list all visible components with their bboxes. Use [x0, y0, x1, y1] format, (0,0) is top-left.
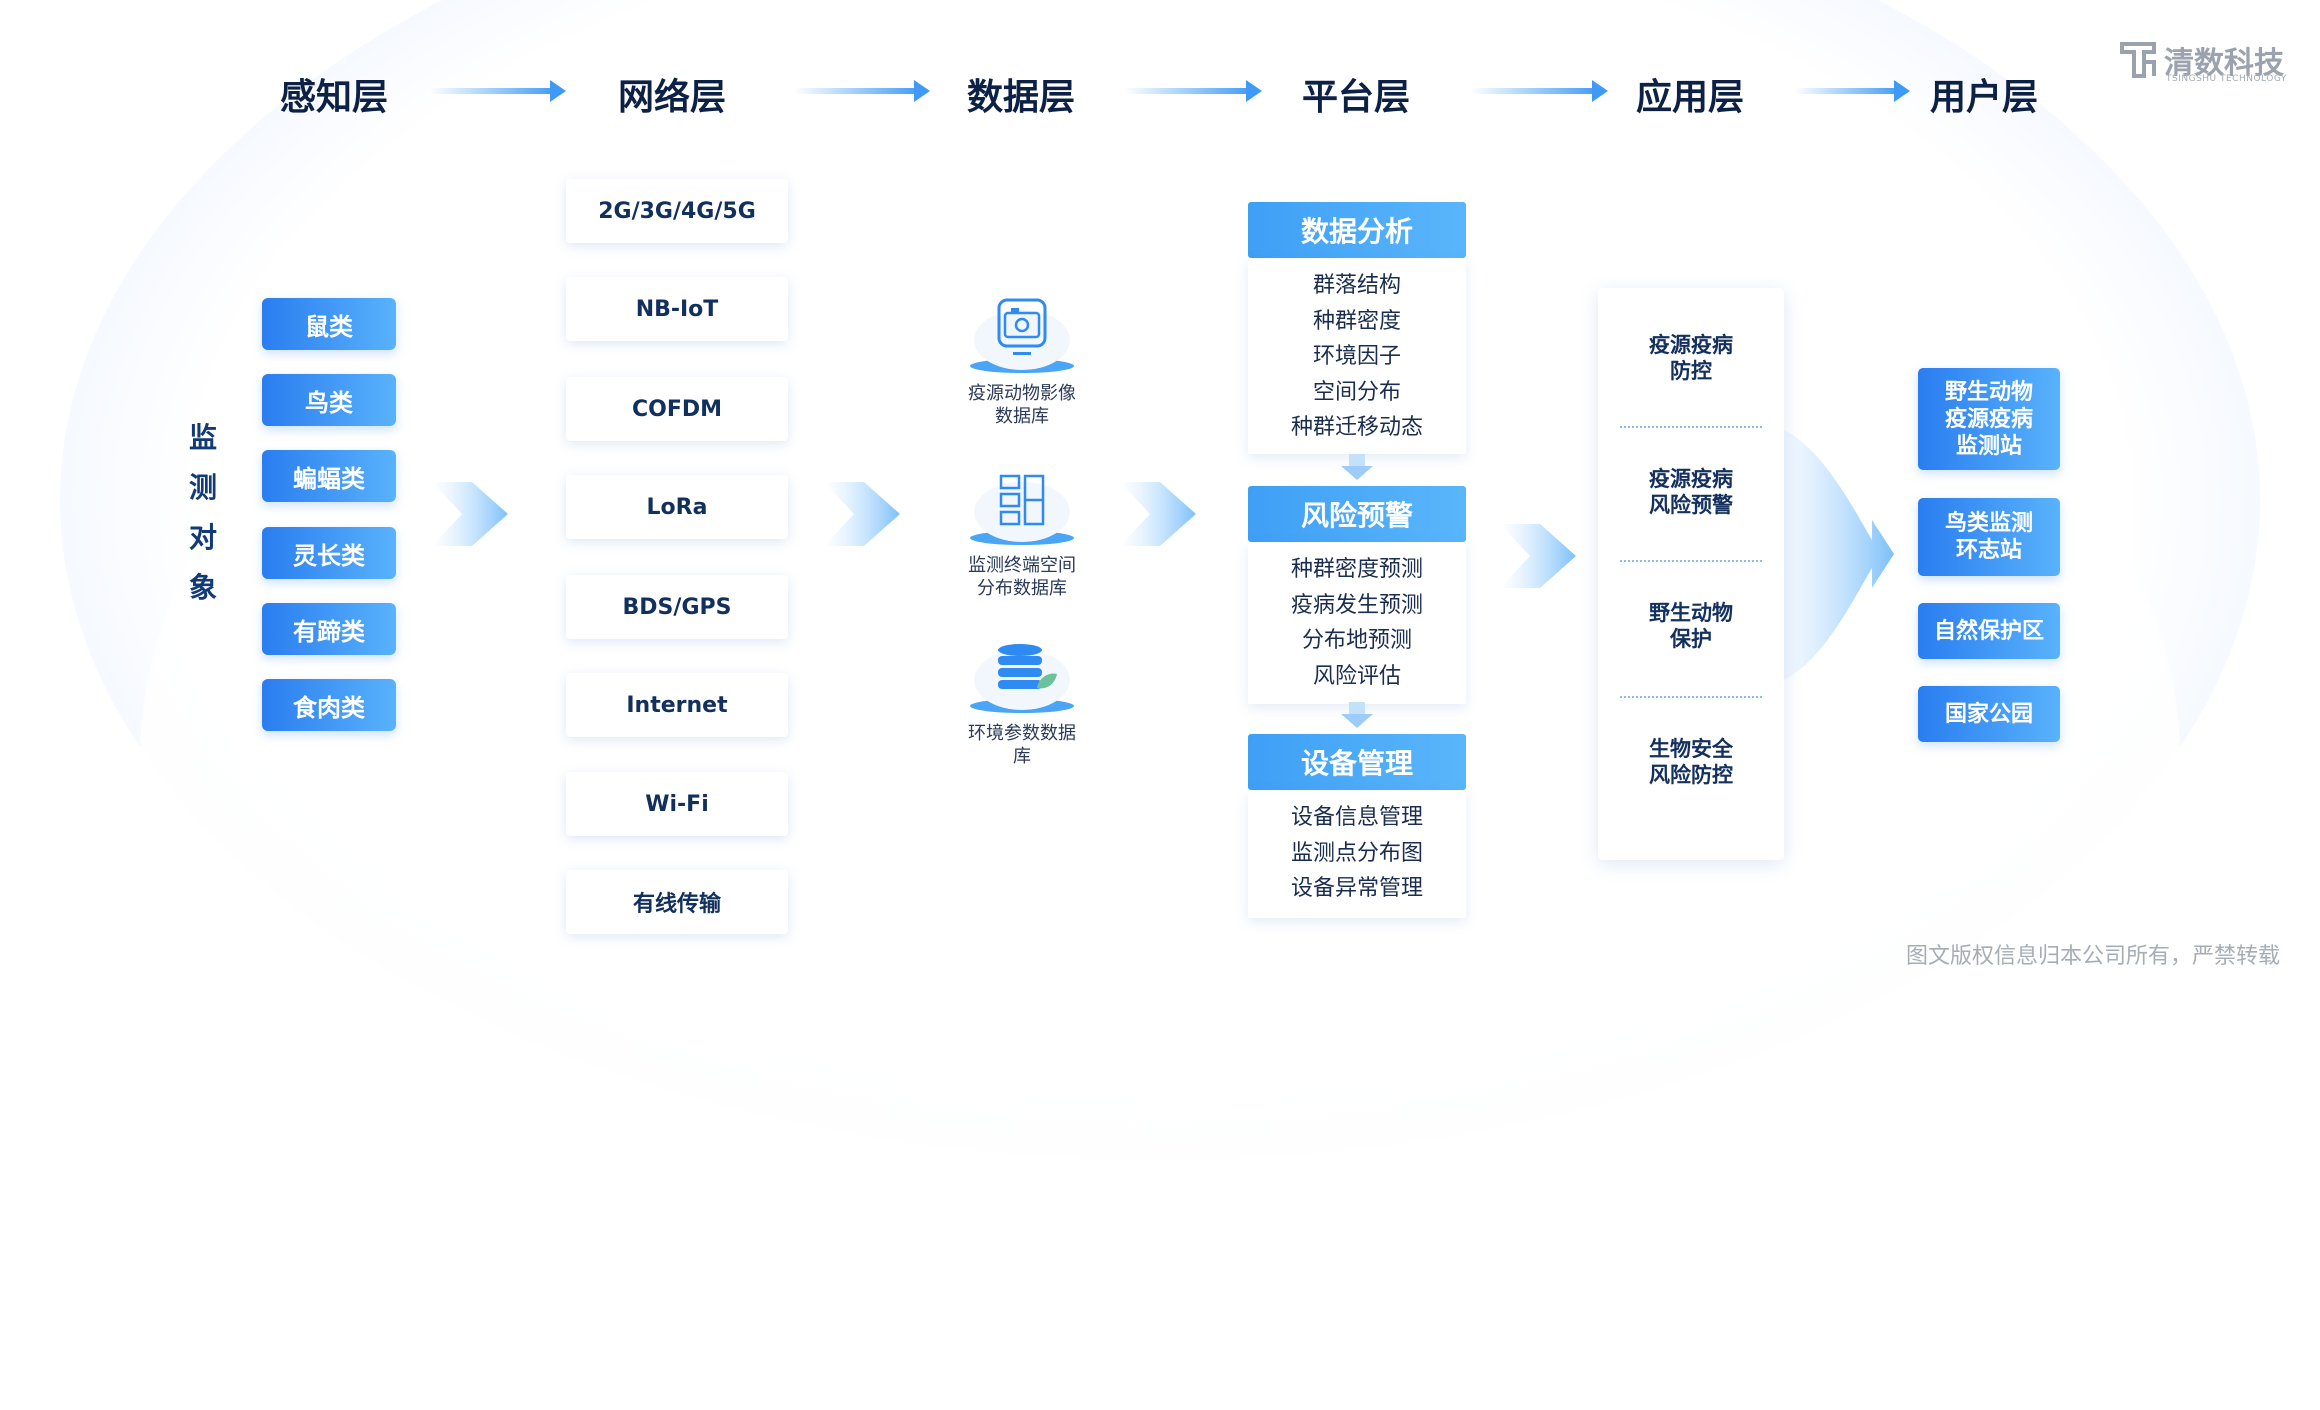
platform-item: 种群密度 [1312, 308, 1401, 334]
user-line: 监测站 [1955, 433, 2022, 459]
camera-icon [970, 298, 1074, 373]
database-leaf-icon [970, 644, 1074, 713]
user-nature-reserve: 自然保护区 [1918, 603, 2060, 659]
user-line: 环志站 [1955, 538, 2022, 563]
animal-carnivore: 食肉类 [262, 679, 396, 731]
platform-title-analysis: 数据分析 [1248, 202, 1466, 258]
user-national-park: 国家公园 [1918, 686, 2060, 742]
platform-item: 监测点分布图 [1290, 840, 1423, 866]
database-terminal: 监测终端空间 分布数据库 [960, 468, 1084, 600]
user-line: 自然保护区 [1933, 618, 2044, 644]
network-item: LoRa [566, 475, 788, 539]
monitor-label-char: 象 [188, 571, 217, 604]
logo-english: TSINGSHU TECHNOLOGY [2166, 74, 2287, 84]
database-label: 疫源动物影像 [968, 383, 1076, 404]
network-item: 有线传输 [566, 870, 788, 934]
platform-list-analysis: 群落结构 种群密度 环境因子 空间分布 种群迁移动态 [1248, 258, 1466, 454]
network-item: 2G/3G/4G/5G [566, 179, 788, 243]
flow-arrow-icon [824, 482, 900, 546]
network-item: Wi-Fi [566, 772, 788, 836]
down-arrow-stem [1349, 454, 1365, 466]
database-label: 环境参数数据库 [968, 723, 1076, 767]
header-arrow-1 [430, 80, 566, 102]
application-line: 防控 [1670, 359, 1712, 383]
platform-item: 环境因子 [1312, 344, 1401, 369]
platform-item: 空间分布 [1312, 379, 1401, 405]
platform-item: 疫病发生预测 [1290, 592, 1423, 618]
platform-item: 种群密度预测 [1290, 557, 1423, 582]
application-epidemic-warning: 疫源疫病 风险预警 [1598, 466, 1784, 518]
layer-title-data: 数据层 [966, 77, 1075, 118]
user-line: 鸟类监测 [1944, 511, 2033, 536]
background-inner [140, 110, 2180, 1410]
database-label: 监测终端空间 [968, 555, 1076, 576]
application-line: 风险防控 [1649, 763, 1733, 787]
down-arrow-icon [1341, 466, 1373, 480]
down-arrow-stem [1349, 702, 1365, 714]
monitor-label-char: 对 [188, 521, 217, 554]
application-line: 风险预警 [1649, 493, 1733, 517]
flow-arrow-icon [432, 482, 508, 546]
user-line: 国家公园 [1944, 701, 2033, 727]
layer-title-user: 用户层 [1929, 77, 2038, 118]
flow-arrow-icon [1120, 482, 1196, 546]
separator [1620, 696, 1762, 698]
monitor-label-char: 监 [188, 421, 217, 454]
header-arrow-2 [794, 80, 930, 102]
user-bird-ringing-station: 鸟类监测 环志站 [1918, 498, 2060, 576]
database-image: 疫源动物影像 数据库 [960, 296, 1084, 428]
header-arrow-3 [1124, 80, 1262, 102]
database-environment: 环境参数数据库 [960, 636, 1084, 768]
user-monitoring-station: 野生动物 疫源疫病 监测站 [1918, 368, 2060, 470]
application-line: 疫源疫病 [1649, 333, 1733, 357]
terminal-layout-icon [970, 474, 1074, 545]
layer-title-application: 应用层 [1635, 77, 1744, 118]
application-epidemic-control: 疫源疫病 防控 [1598, 332, 1784, 384]
separator [1620, 426, 1762, 428]
down-arrow-icon [1341, 714, 1373, 728]
header-arrow-5 [1794, 80, 1910, 102]
application-line: 生物安全 [1649, 737, 1733, 761]
animal-ungulate: 有蹄类 [262, 603, 396, 655]
user-line: 疫源疫病 [1944, 406, 2033, 432]
application-wildlife-protection: 野生动物 保护 [1598, 600, 1784, 652]
platform-title-warning: 风险预警 [1248, 486, 1466, 542]
copyright-notice: 图文版权信息归本公司所有，严禁转载 [1905, 944, 2280, 969]
animal-primate: 灵长类 [262, 527, 396, 579]
application-panel: 疫源疫病 防控 疫源疫病 风险预警 野生动物 保护 生物安全 风险防控 [1598, 288, 1784, 860]
animal-rodent: 鼠类 [262, 298, 396, 350]
platform-title-device: 设备管理 [1248, 734, 1466, 790]
logo-text: 清数科技 [2164, 46, 2284, 81]
funnel-arrow-icon [1784, 430, 1894, 680]
separator [1620, 560, 1762, 562]
layer-title-platform: 平台层 [1301, 77, 1410, 118]
logo-mark-icon [2120, 42, 2156, 78]
platform-item: 风险评估 [1312, 663, 1401, 689]
animal-bat: 蝙蝠类 [262, 450, 396, 502]
layer-title-network: 网络层 [617, 77, 726, 118]
application-biosecurity: 生物安全 风险防控 [1598, 736, 1784, 788]
network-item: COFDM [566, 377, 788, 441]
platform-item: 设备信息管理 [1290, 805, 1423, 830]
database-label: 分布数据库 [977, 578, 1067, 599]
platform-item: 种群迁移动态 [1290, 415, 1423, 440]
application-line: 保护 [1670, 627, 1712, 651]
application-line: 疫源疫病 [1649, 467, 1733, 491]
platform-list-device: 设备信息管理 监测点分布图 设备异常管理 [1248, 790, 1466, 918]
database-label: 数据库 [995, 406, 1049, 427]
flow-arrow-icon [1500, 524, 1576, 588]
layer-title-perception: 感知层 [279, 77, 388, 118]
network-item: NB-IoT [566, 277, 788, 341]
platform-item: 设备异常管理 [1290, 876, 1423, 901]
platform-item: 群落结构 [1312, 273, 1401, 298]
animal-bird: 鸟类 [262, 374, 396, 426]
header-arrow-4 [1470, 80, 1608, 102]
application-line: 野生动物 [1649, 601, 1733, 625]
monitor-label-char: 测 [188, 471, 217, 504]
platform-list-warning: 种群密度预测 疫病发生预测 分布地预测 风险评估 [1248, 542, 1466, 704]
network-item: Internet [566, 673, 788, 737]
user-line: 野生动物 [1944, 379, 2033, 405]
network-item: BDS/GPS [566, 575, 788, 639]
platform-item: 分布地预测 [1301, 628, 1412, 653]
